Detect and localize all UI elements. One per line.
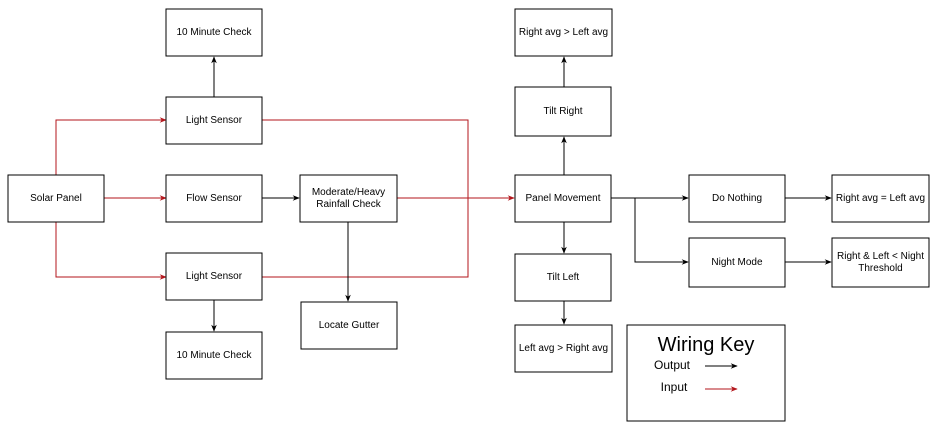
- node-tilt-right: Tilt Right: [514, 86, 612, 137]
- node-do-nothing: Do Nothing: [688, 174, 786, 223]
- locate-gutter-line-1: Locate Gutter: [319, 320, 380, 331]
- node-tilt-right-label: Tilt Right: [543, 106, 582, 117]
- node-flow-sensor-label: Flow Sensor: [186, 193, 242, 204]
- node-panel-movement-label: Panel Movement: [525, 193, 600, 204]
- do-nothing-line-1: Do Nothing: [712, 193, 762, 204]
- node-panel-movement: Panel Movement: [514, 174, 612, 223]
- right-eq-left-line-1: Right avg = Left avg: [836, 193, 925, 204]
- wire-solar-to-light-bottom: [55, 222, 167, 280]
- wire-solar-to-light-top: [55, 117, 167, 175]
- wiring-key: Wiring Key Output Input: [626, 324, 786, 422]
- node-solar-panel-label: Solar Panel: [30, 193, 82, 204]
- left-gt-right-line-1: Left avg > Right avg: [519, 343, 608, 354]
- node-10-minute-check-bottom-label: 10 Minute Check: [176, 350, 252, 361]
- check-top-line-1: 10 Minute Check: [176, 27, 252, 38]
- night-threshold-line-2: Threshold: [858, 263, 902, 274]
- wiring-key-input-label: Input: [661, 380, 688, 394]
- nodes: Solar Panel 10 Minute Check Light Sensor…: [7, 8, 930, 380]
- wiring-key-title: Wiring Key: [658, 334, 755, 356]
- node-10-minute-check-top-label: 10 Minute Check: [176, 27, 252, 38]
- light-top-line-1: Light Sensor: [186, 115, 243, 126]
- tilt-right-line-1: Tilt Right: [543, 106, 582, 117]
- node-locate-gutter: Locate Gutter: [300, 301, 398, 350]
- node-tilt-left: Tilt Left: [514, 253, 612, 302]
- node-locate-gutter-label: Locate Gutter: [319, 320, 380, 331]
- right-gt-left-line-1: Right avg > Left avg: [519, 27, 608, 38]
- node-tilt-left-label: Tilt Left: [547, 272, 580, 283]
- wire-movement-to-night-mode: [634, 198, 689, 265]
- node-10-minute-check-top: 10 Minute Check: [165, 8, 263, 57]
- input-wires: [55, 117, 515, 280]
- node-right-gt-left: Right avg > Left avg: [514, 8, 613, 57]
- node-10-minute-check-bottom: 10 Minute Check: [165, 331, 263, 380]
- node-night-mode-label: Night Mode: [711, 257, 763, 268]
- node-light-sensor-bottom: Light Sensor: [165, 252, 263, 301]
- node-flow-sensor: Flow Sensor: [165, 174, 263, 223]
- rainfall-check-line-1: Moderate/Heavy: [312, 187, 385, 198]
- solar-panel-line-1: Solar Panel: [30, 193, 82, 204]
- node-right-gt-left-label: Right avg > Left avg: [519, 27, 608, 38]
- flow-sensor-line-1: Flow Sensor: [186, 193, 242, 204]
- node-solar-panel: Solar Panel: [7, 174, 105, 223]
- node-light-sensor-bottom-label: Light Sensor: [186, 271, 243, 282]
- night-threshold-line-1: Right & Left < Night: [837, 251, 924, 262]
- node-right-eq-left-label: Right avg = Left avg: [836, 193, 925, 204]
- node-left-gt-right: Left avg > Right avg: [514, 324, 613, 373]
- node-light-sensor-top-label: Light Sensor: [186, 115, 243, 126]
- node-left-gt-right-label: Left avg > Right avg: [519, 343, 608, 354]
- light-bottom-line-1: Light Sensor: [186, 271, 243, 282]
- node-night-mode: Night Mode: [688, 237, 786, 288]
- rainfall-check-line-2: Rainfall Check: [316, 199, 381, 210]
- tilt-left-line-1: Tilt Left: [547, 272, 580, 283]
- node-light-sensor-top: Light Sensor: [165, 96, 263, 145]
- night-mode-line-1: Night Mode: [711, 257, 763, 268]
- node-do-nothing-label: Do Nothing: [712, 193, 762, 204]
- wiring-key-output-label: Output: [654, 358, 691, 372]
- check-bottom-line-1: 10 Minute Check: [176, 350, 252, 361]
- node-right-eq-left: Right avg = Left avg: [831, 174, 930, 223]
- output-wires: [211, 56, 832, 332]
- panel-movement-line-1: Panel Movement: [525, 193, 600, 204]
